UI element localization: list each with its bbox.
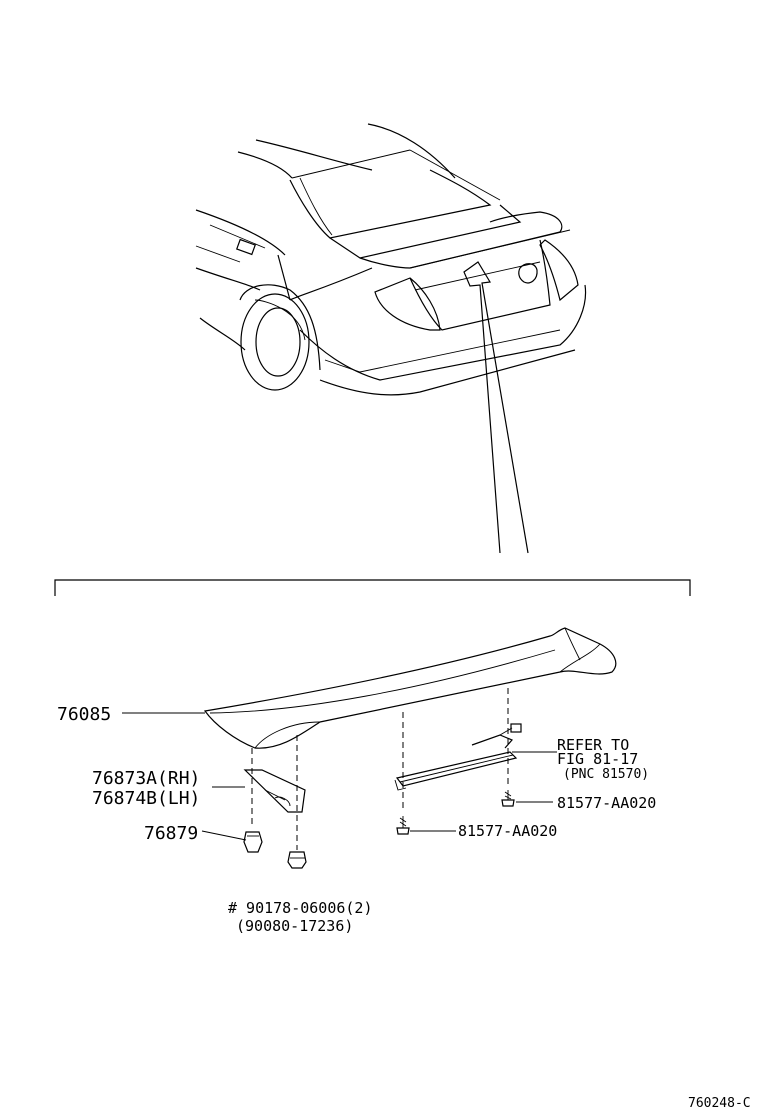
nut-part <box>287 851 307 869</box>
detail-frame <box>54 579 691 596</box>
label-clip: 76879 <box>144 823 198 844</box>
label-refer-line3: (PNC 81570) <box>563 767 649 782</box>
screw-right <box>501 790 515 807</box>
location-arrow <box>463 261 529 554</box>
figure-code: 760248-C <box>688 1096 751 1111</box>
screw-left <box>396 816 410 835</box>
spoiler-part <box>203 627 617 749</box>
label-refer-line2: FIG 81-17 <box>557 750 638 768</box>
label-refer-line1: REFER TO <box>557 736 629 754</box>
label-bracket-lh: 76874B(LH) <box>92 788 200 809</box>
high-mount-stop-lamp <box>394 723 522 791</box>
label-screw-left: 81577-AA020 <box>458 822 557 840</box>
spoiler-bracket <box>243 769 306 813</box>
label-screw-right: 81577-AA020 <box>557 794 656 812</box>
clip-part <box>243 831 263 853</box>
label-nut-alt: (90080-17236) <box>236 917 353 935</box>
label-bracket-rh: 76873A(RH) <box>92 768 200 789</box>
car-illustration <box>195 123 587 396</box>
leader-lines <box>122 712 557 841</box>
label-spoiler: 76085 <box>57 704 111 725</box>
label-nut-part: # 90178-06006(2) <box>228 899 373 917</box>
